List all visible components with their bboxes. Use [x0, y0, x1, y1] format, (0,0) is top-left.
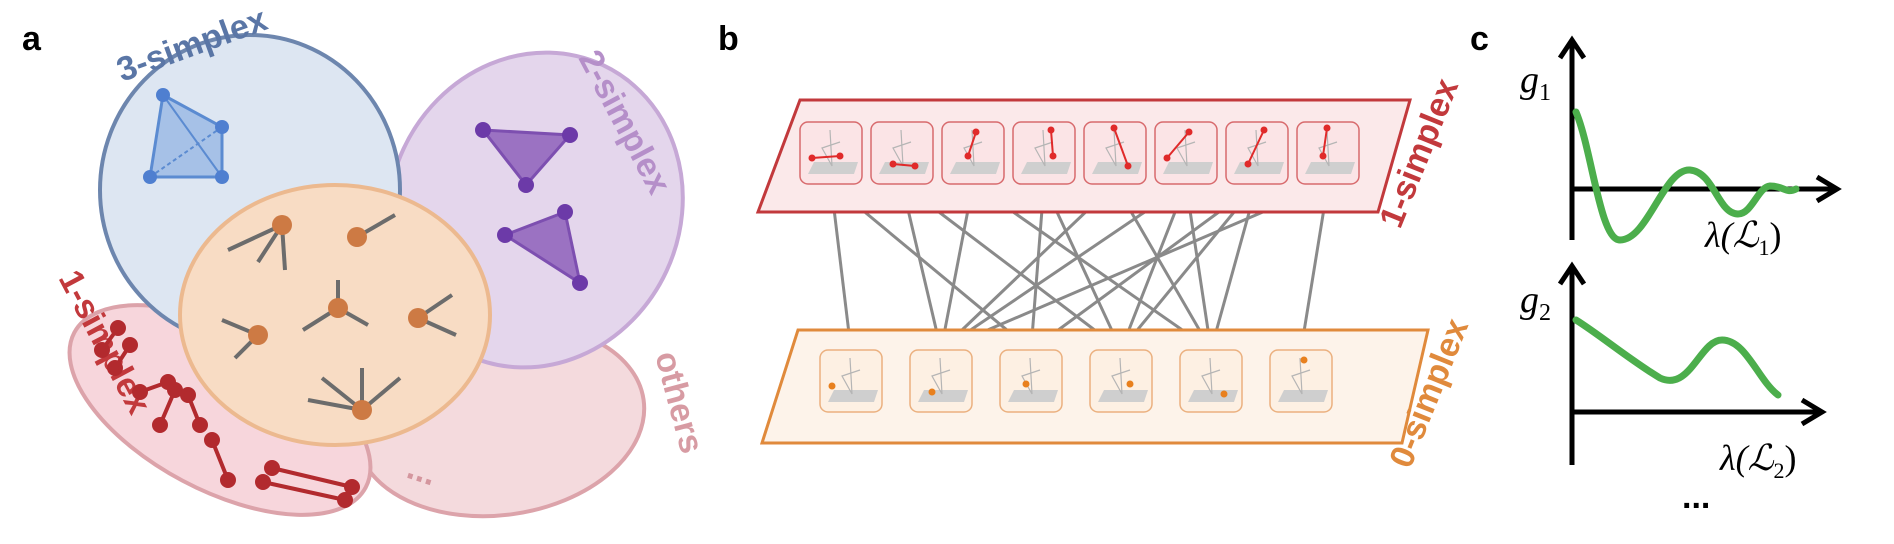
panel-c-ellipsis: ...	[1682, 478, 1710, 516]
plot-2-curve	[1572, 316, 1782, 399]
panel-c-letter: c	[1470, 20, 1489, 58]
bottom-cell	[909, 349, 973, 413]
panel-b: b 1-simplex 0-simplex	[718, 20, 1476, 473]
plot-1-y-label: g1	[1520, 59, 1551, 106]
top-cell	[1296, 121, 1360, 185]
edge-shapes	[94, 320, 360, 508]
others-label: others	[647, 347, 711, 457]
top-layer-cells	[799, 121, 1360, 185]
plot-1-curve	[1572, 108, 1800, 244]
plot-1: g1 λ(ℒ1)	[1520, 35, 1842, 260]
top-cell	[870, 121, 934, 185]
panel-c: c g1 λ(ℒ1) g2 λ(ℒ2) ...	[1470, 20, 1842, 516]
plot-2: g2 λ(ℒ2)	[1520, 261, 1827, 483]
triangle-shape-2	[497, 204, 588, 291]
tetrahedron-shape	[143, 88, 229, 184]
plot-2-y-arrow	[1557, 261, 1587, 286]
plot-1-x-arrow	[1815, 174, 1842, 204]
plot-1-x-label: λ(ℒ1)	[1704, 215, 1782, 260]
triangle-shape-1	[475, 122, 578, 193]
bottom-cell	[1269, 349, 1333, 413]
panel-a: a 3-simplex 2-simplex 1-simplex others .…	[22, 0, 711, 519]
top-cell	[941, 121, 1005, 185]
plot-2-y-label: g2	[1520, 279, 1551, 326]
bottom-cell	[999, 349, 1063, 413]
panel-b-letter: b	[718, 20, 739, 58]
top-cell	[799, 121, 863, 185]
plot-2-x-label: λ(ℒ2)	[1719, 438, 1797, 483]
star-shapes	[221, 213, 457, 420]
plot-1-y-arrow	[1557, 35, 1587, 60]
panel-a-letter: a	[22, 20, 42, 58]
top-cell	[1225, 121, 1289, 185]
bottom-cell	[819, 349, 883, 413]
top-cell	[1083, 121, 1147, 185]
plot-2-x-arrow	[1800, 397, 1827, 427]
bottom-cell	[1179, 349, 1243, 413]
top-cell	[1012, 121, 1076, 185]
bottom-cell	[1089, 349, 1153, 413]
top-cell	[1154, 121, 1218, 185]
bottom-layer-cells	[819, 349, 1333, 413]
